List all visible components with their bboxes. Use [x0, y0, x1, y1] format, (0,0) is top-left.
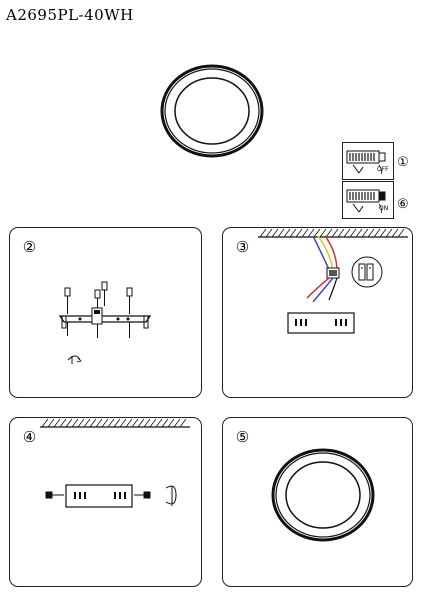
ceiling-hatch-icon [258, 228, 408, 238]
step-number-2: ② [22, 238, 37, 256]
switch-marker-off: ① [397, 155, 409, 170]
step-number-5: ⑤ [235, 428, 250, 446]
ring-lamp-icon [160, 64, 264, 158]
model-code: A2695PL-40WH [6, 6, 134, 24]
switch-marker-on: ⑥ [397, 197, 409, 212]
step-number-3: ③ [235, 238, 250, 256]
switch-on-label: ON [379, 205, 389, 212]
ceiling-hatch-icon [40, 418, 190, 428]
step-panel-4: ④ [9, 417, 202, 587]
switch-setting-on: ON [342, 181, 394, 219]
step-panel-3: ③ [222, 227, 413, 398]
step-panel-2: ② [9, 227, 202, 398]
wire-connector-icon [306, 235, 383, 303]
driver-box-icon [287, 312, 355, 334]
switch-off-label: OFF [377, 166, 389, 173]
step-panel-5: ⑤ [222, 417, 413, 587]
mounting-bracket-screws-icon [58, 281, 152, 364]
switch-dip-icon [346, 150, 386, 175]
switch-setting-off: OFF [342, 142, 394, 180]
ring-lamp-icon [271, 448, 375, 542]
driver-mounting-icon [45, 484, 177, 508]
step-number-4: ④ [22, 428, 37, 446]
switch-dip-icon [346, 189, 386, 214]
